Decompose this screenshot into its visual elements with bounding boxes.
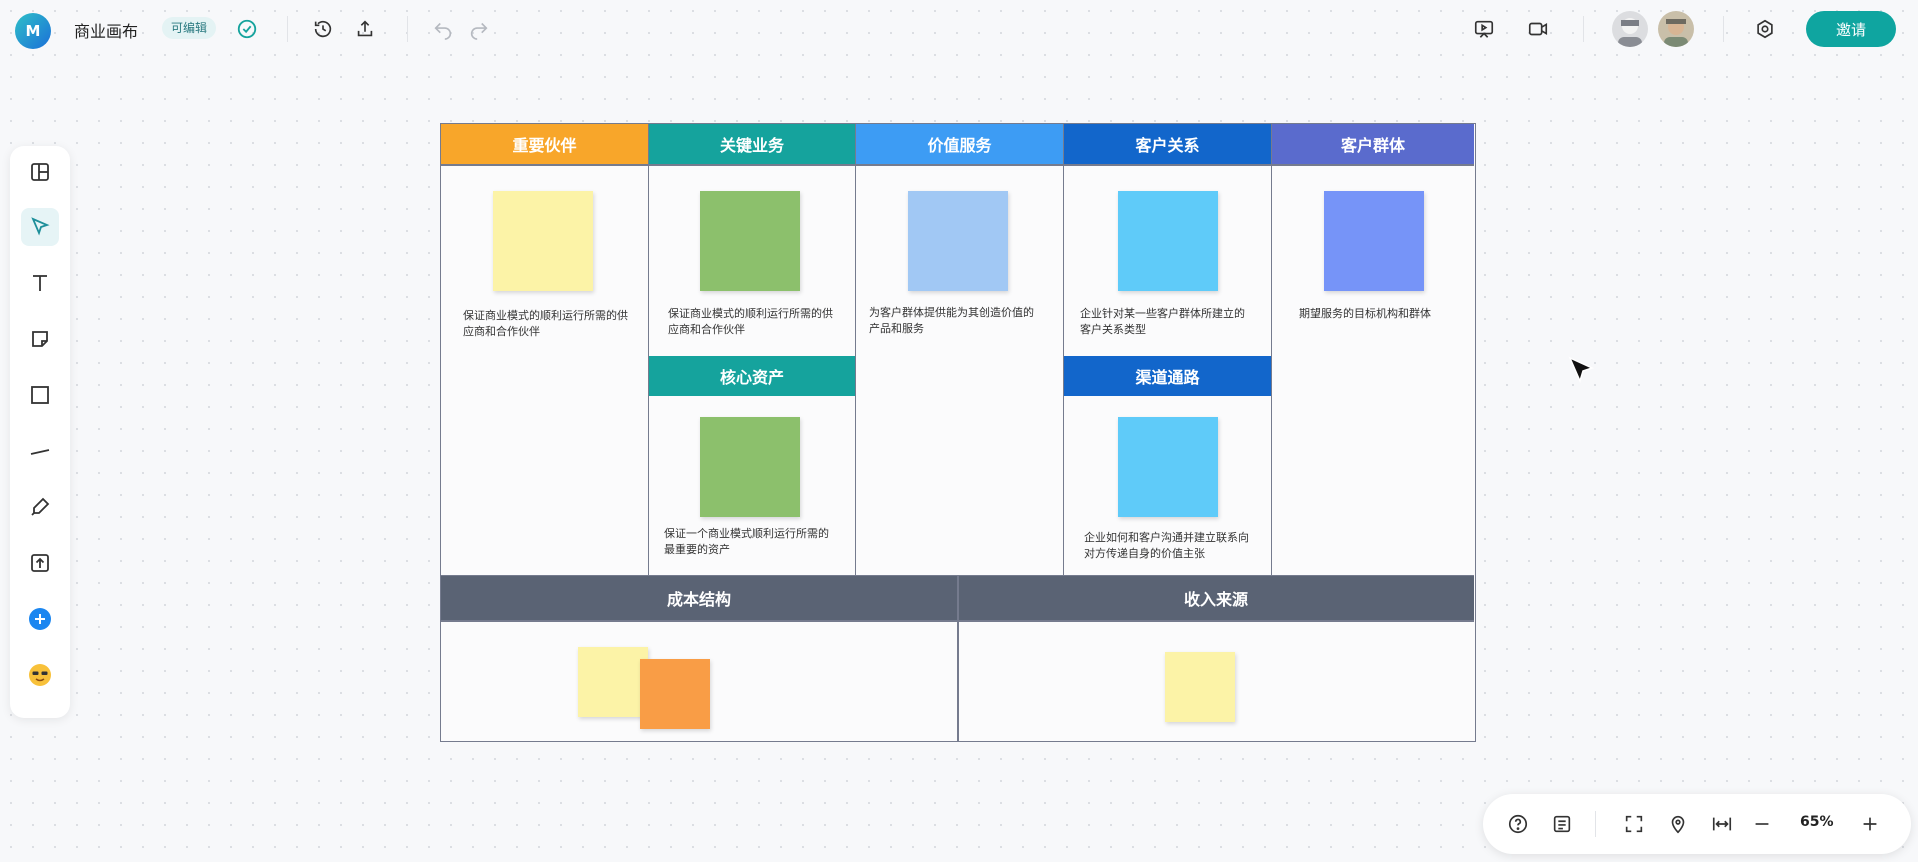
- upload-icon[interactable]: [351, 15, 379, 43]
- history-icon[interactable]: [309, 15, 337, 43]
- zoom-level[interactable]: 65%: [1800, 814, 1834, 830]
- layout-template-icon[interactable]: [21, 153, 59, 191]
- sticky-note-icon[interactable]: [21, 320, 59, 358]
- location-pin-icon[interactable]: [1664, 810, 1692, 838]
- segments-section[interactable]: 客户群体 期望服务的目标机构和群体: [1272, 124, 1474, 576]
- revenue-header: 收入来源: [958, 576, 1474, 620]
- resources-description[interactable]: 保证一个商业模式顺利运行所需的最重要的资产: [664, 527, 829, 556]
- segments-description[interactable]: 期望服务的目标机构和群体: [1299, 307, 1431, 320]
- activities-section[interactable]: 关键业务 保证商业模式的顺利运行所需的供应商和合作伙伴 核心资产 保证一个商业模…: [649, 124, 856, 576]
- sticky-note[interactable]: [1118, 417, 1218, 517]
- sticky-note[interactable]: [1324, 191, 1424, 291]
- sticky-note[interactable]: [908, 191, 1008, 291]
- redo-icon[interactable]: [465, 15, 493, 43]
- settings-icon[interactable]: [1751, 15, 1779, 43]
- invite-button[interactable]: 邀请: [1806, 11, 1896, 47]
- line-tool-icon[interactable]: [21, 432, 59, 470]
- divider: [407, 16, 408, 42]
- divider: [1595, 811, 1596, 837]
- avatar[interactable]: [1612, 11, 1648, 47]
- relationships-header: 客户关系: [1064, 124, 1271, 164]
- zoom-toolbar: 65%: [1483, 794, 1911, 854]
- presentation-icon[interactable]: [1470, 15, 1498, 43]
- channels-description[interactable]: 企业如何和客户沟通并建立联系向对方传递自身的价值主张: [1084, 531, 1249, 560]
- partners-header: 重要伙伴: [441, 124, 648, 164]
- edit-permission-badge[interactable]: 可编辑: [162, 17, 217, 39]
- value-header: 价值服务: [856, 124, 1063, 164]
- sticky-note[interactable]: [640, 659, 710, 729]
- sticky-note[interactable]: [1118, 191, 1218, 291]
- rectangle-icon[interactable]: [21, 376, 59, 414]
- relationships-section[interactable]: 客户关系 企业针对某一些客户群体所建立的客户关系类型 渠道通路 企业如何和客户沟…: [1064, 124, 1272, 576]
- upload-file-icon[interactable]: [21, 544, 59, 582]
- sticky-note[interactable]: [1165, 652, 1235, 722]
- header-divider: [441, 164, 1474, 166]
- help-icon[interactable]: [1504, 810, 1532, 838]
- document-title[interactable]: 商业画布: [74, 22, 139, 41]
- emoji-icon[interactable]: [21, 656, 59, 694]
- resources-header: 核心资产: [649, 356, 855, 396]
- relationships-description[interactable]: 企业针对某一些客户群体所建立的客户关系类型: [1080, 307, 1245, 336]
- section-divider: [441, 575, 1474, 577]
- text-tool-icon[interactable]: [21, 264, 59, 302]
- channels-header: 渠道通路: [1064, 356, 1271, 396]
- app-logo[interactable]: M: [15, 13, 51, 49]
- divider: [1583, 16, 1584, 42]
- mouse-cursor-icon: [1568, 356, 1596, 390]
- bottom-header-divider: [441, 620, 1474, 622]
- segments-header: 客户群体: [1272, 124, 1474, 164]
- divider: [287, 16, 288, 42]
- sticky-note[interactable]: [578, 647, 648, 717]
- activities-description[interactable]: 保证商业模式的顺利运行所需的供应商和合作伙伴: [668, 307, 833, 336]
- business-model-canvas[interactable]: 重要伙伴 保证商业模式的顺利运行所需的供应商和合作伙伴 关键业务 保证商业模式的…: [440, 123, 1476, 742]
- check-circle-icon[interactable]: [233, 15, 261, 43]
- divider: [1723, 16, 1724, 42]
- pen-tool-icon[interactable]: [21, 488, 59, 526]
- undo-icon[interactable]: [429, 15, 457, 43]
- top-bar: M 商业画布 可编辑 邀请: [0, 0, 1918, 58]
- bottom-divider: [957, 576, 959, 741]
- add-icon[interactable]: [21, 600, 59, 638]
- select-cursor-icon[interactable]: [21, 208, 59, 246]
- sticky-note[interactable]: [700, 417, 800, 517]
- partners-section[interactable]: 重要伙伴 保证商业模式的顺利运行所需的供应商和合作伙伴: [441, 124, 649, 576]
- notes-icon[interactable]: [1548, 810, 1576, 838]
- left-toolbar: [10, 146, 70, 718]
- fullscreen-icon[interactable]: [1620, 810, 1648, 838]
- sticky-note[interactable]: [700, 191, 800, 291]
- fit-width-icon[interactable]: [1708, 810, 1736, 838]
- value-description[interactable]: 为客户群体提供能为其创造价值的产品和服务: [869, 306, 1034, 335]
- value-section[interactable]: 价值服务 为客户群体提供能为其创造价值的产品和服务: [856, 124, 1064, 576]
- partners-description[interactable]: 保证商业模式的顺利运行所需的供应商和合作伙伴: [463, 309, 628, 338]
- sticky-note[interactable]: [493, 191, 593, 291]
- avatar[interactable]: [1658, 11, 1694, 47]
- activities-header: 关键业务: [649, 124, 855, 164]
- cost-header: 成本结构: [441, 576, 957, 620]
- video-camera-icon[interactable]: [1524, 15, 1552, 43]
- zoom-in-icon[interactable]: [1856, 810, 1884, 838]
- zoom-out-icon[interactable]: [1748, 810, 1776, 838]
